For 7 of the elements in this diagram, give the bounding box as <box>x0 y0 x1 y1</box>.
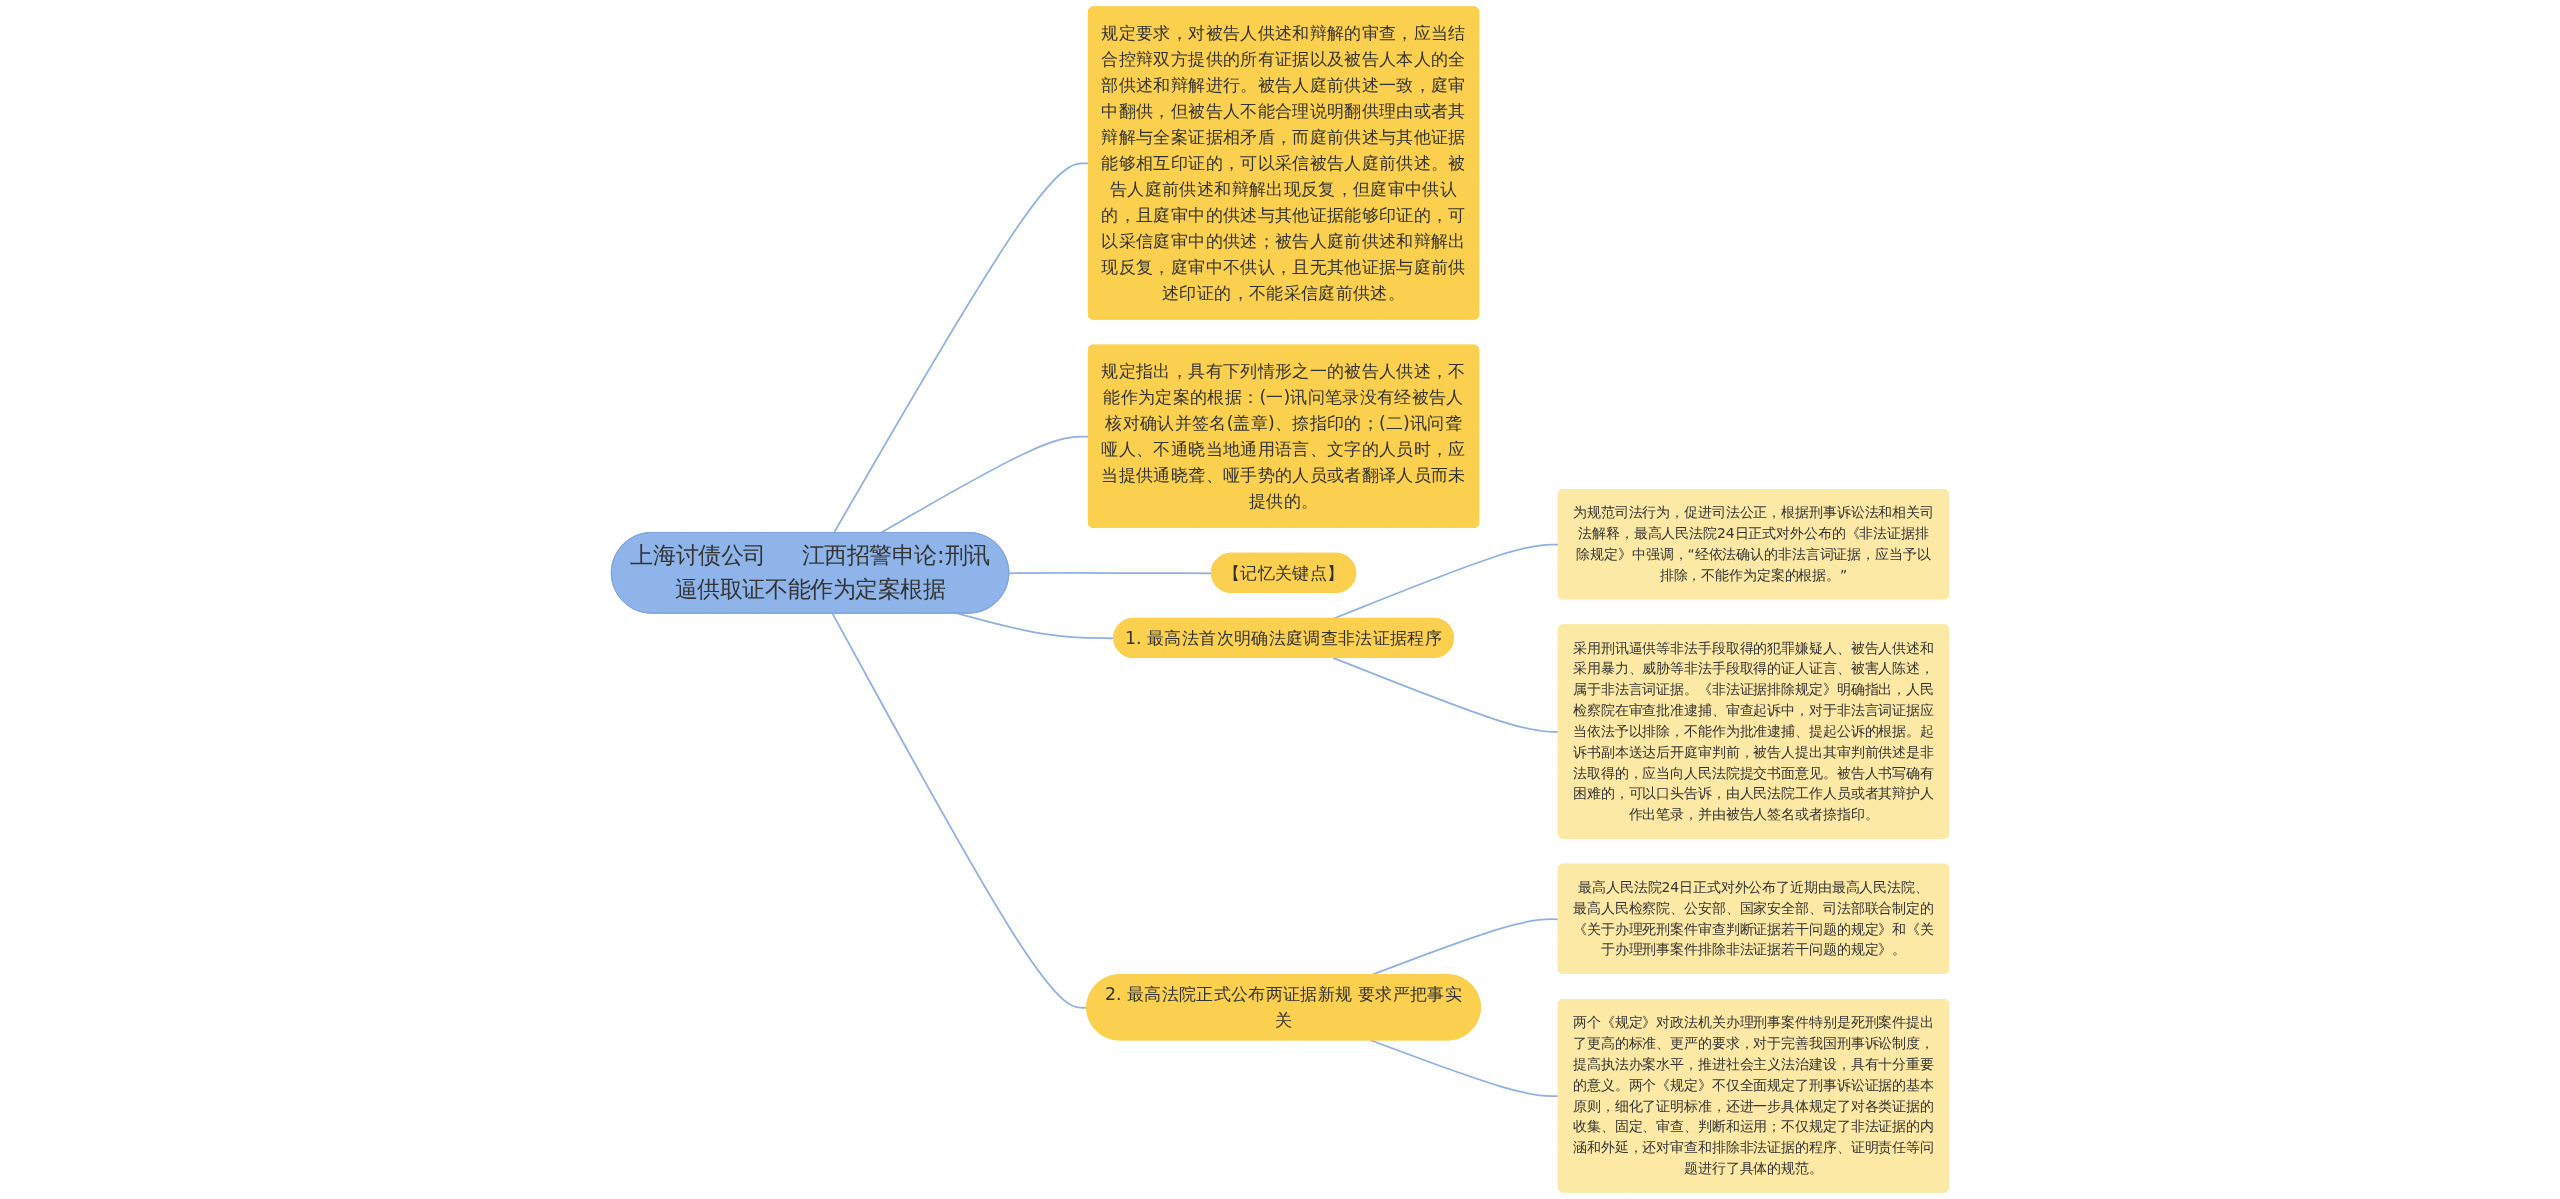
connector <box>1332 656 1560 733</box>
connector <box>879 435 1090 534</box>
connector <box>1332 543 1560 620</box>
connector <box>1008 572 1213 575</box>
connector <box>833 162 1090 534</box>
connector <box>1369 1039 1560 1098</box>
connector <box>957 612 1115 640</box>
